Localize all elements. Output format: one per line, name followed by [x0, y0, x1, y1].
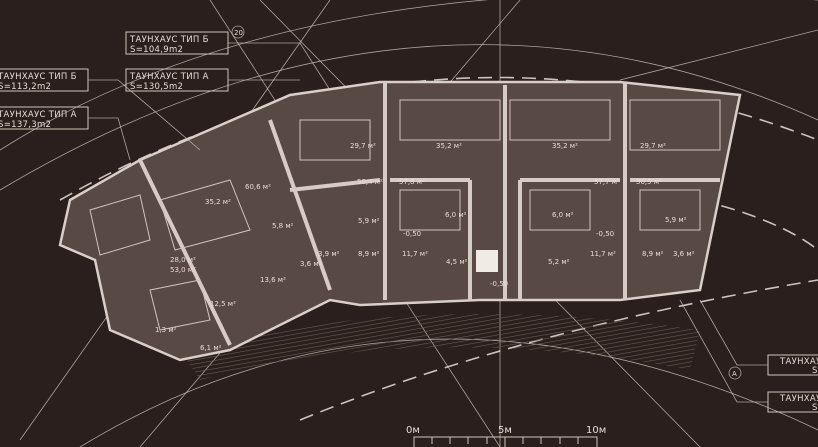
- room-area: 3,6 м²: [673, 250, 695, 258]
- room-area: 12,5 м²: [210, 300, 236, 308]
- room-area: 57,7 м²: [594, 178, 620, 186]
- callout-area: S=113,2m2: [0, 82, 51, 92]
- room-area: 29,7 м²: [350, 142, 376, 150]
- scale-label-0: 0м: [406, 425, 420, 436]
- level-mark: -0,50: [403, 230, 421, 238]
- callout-title: ТАУНХАУС ТИП А: [129, 72, 209, 82]
- room-area: 11,7 м²: [402, 250, 428, 258]
- scale-bar: 0м 5м 10м: [406, 425, 606, 447]
- axis-markers: 20 A: [231, 25, 742, 380]
- room-area: 35,2 м²: [205, 198, 231, 206]
- room-area: 60,6 м²: [245, 183, 271, 191]
- room-area: 50,4 м²: [357, 178, 383, 186]
- level-mark: -0,50: [490, 280, 508, 288]
- axis-mark: 20: [234, 29, 243, 37]
- room-area: 5,8 м²: [272, 222, 294, 230]
- scale-label-5: 5м: [498, 425, 512, 436]
- room-area: 6,1 м²: [200, 344, 222, 352]
- room-area: 3,9 м²: [318, 250, 340, 258]
- room-area: 4,5 м²: [446, 258, 468, 266]
- callouts: ТАУНХАУС ТИП Б S=104,9m2 ТАУНХАУС ТИП Б …: [0, 31, 818, 413]
- callout-title: ТАУНХАУС ТИП А: [0, 110, 77, 120]
- room-area: 1,3 м²: [155, 326, 177, 334]
- room-area: 28,0 м²: [170, 256, 196, 264]
- room-area: 57,8 м²: [399, 178, 425, 186]
- room-area: 8,9 м²: [642, 250, 664, 258]
- room-area: 6,0 м²: [445, 211, 467, 219]
- callout-area: S=137,3m2: [0, 120, 51, 130]
- axis-mark: A: [732, 370, 737, 378]
- room-area: 13,6 м²: [260, 276, 286, 284]
- level-mark: -0,50: [596, 230, 614, 238]
- room-area: 5,2 м²: [548, 258, 570, 266]
- callout-area: S=130,5m2: [130, 82, 183, 92]
- room-area: 50,5 м²: [636, 178, 662, 186]
- room-area: 29,7 м²: [640, 142, 666, 150]
- scale-label-10: 10м: [586, 425, 606, 436]
- callout-area: S=: [812, 403, 818, 413]
- room-area: 35,2 м²: [552, 142, 578, 150]
- room-area: 11,7 м²: [590, 250, 616, 258]
- callout-area: S=104,9m2: [130, 45, 183, 55]
- building: [58, 80, 742, 380]
- callout-title: ТАУНХАУС ТИП Б: [129, 35, 209, 45]
- room-area: 3,6 м²: [300, 260, 322, 268]
- callout-area: S=: [812, 366, 818, 376]
- room-area: 5,9 м²: [358, 217, 380, 225]
- room-labels: 28,0 м² 53,0 м² 12,5 м² 1,3 м² 6,1 м² 35…: [155, 142, 695, 352]
- room-area: 53,0 м²: [170, 266, 196, 274]
- room-area: 8,9 м²: [358, 250, 380, 258]
- callout-title: ТАУНХАУС ТИП Б: [0, 72, 77, 82]
- room-area: 6,0 м²: [552, 211, 574, 219]
- callout-title: ТАУНХАУС: [779, 357, 818, 367]
- room-area: 5,9 м²: [665, 216, 687, 224]
- callout-title: ТАУНХАУС: [779, 394, 818, 404]
- room-area: 35,2 м²: [436, 142, 462, 150]
